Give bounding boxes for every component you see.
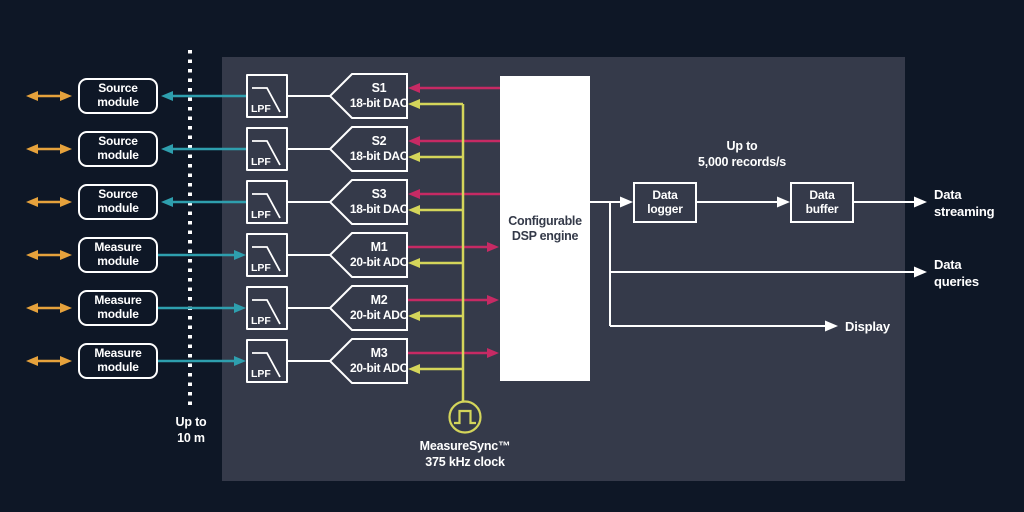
lpf-block: LPF [246,339,288,383]
lpf-block: LPF [246,180,288,224]
lpf-curve-icon [252,87,281,113]
lpf-curve-icon [252,352,281,378]
lpf-block: LPF [246,233,288,277]
lpf-curve-icon [252,193,281,219]
throughput-note: Up to 5,000 records/s [697,139,787,170]
cable-length-note: Up to 10 m [175,415,207,446]
data-queries-label: Data queries [934,257,979,289]
lpf-curve-icon [252,140,281,166]
data-streaming-label: Data streaming [934,187,995,219]
dsp-engine-block: Configurable DSP engine [500,76,590,381]
measuresync-clock-label: MeasureSync™ 375 kHz clock [419,439,511,470]
lpf-curve-icon [252,246,281,272]
display-label: Display [845,319,890,334]
lpf-block: LPF [246,127,288,171]
lpf-block: LPF [246,286,288,330]
lpf-curve-icon [252,299,281,325]
io-bidirectional-arrows [26,91,72,366]
lpf-block: LPF [246,74,288,118]
